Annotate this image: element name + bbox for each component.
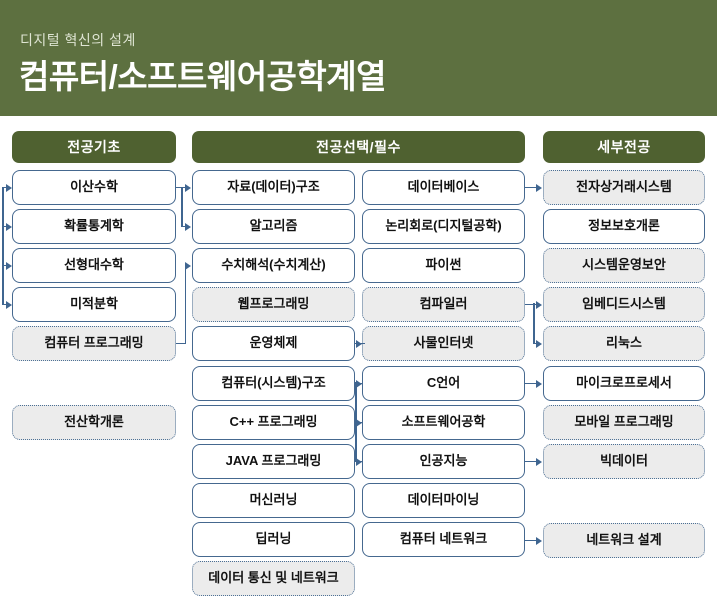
arrowhead-data-structures <box>185 183 191 192</box>
node-cpp-programming[interactable]: C++ 프로그래밍 <box>192 405 355 440</box>
page-title: 컴퓨터/소프트웨어공학계열 <box>19 58 387 95</box>
connector-compiler-to-embedded <box>533 303 537 306</box>
connector-network-to-network-design <box>525 539 537 542</box>
arrowhead-software-engineering <box>356 418 362 427</box>
arrowhead-linux <box>536 339 542 348</box>
node-computer-programming[interactable]: 컴퓨터 프로그래밍 <box>12 326 176 361</box>
node-data-communication-network[interactable]: 데이터 통신 및 네트워크 <box>192 561 355 596</box>
node-software-engineering[interactable]: 소프트웨어공학 <box>362 405 525 440</box>
arrowhead-linear-algebra <box>6 261 12 270</box>
connector-ai-to-bigdata <box>525 460 537 463</box>
node-system-operation-security[interactable]: 시스템운영보안 <box>543 248 705 283</box>
arrowhead-discrete-math <box>6 183 12 192</box>
connector-c-to-microprocessor <box>525 382 537 385</box>
node-big-data[interactable]: 빅데이터 <box>543 444 705 479</box>
connector-cluster-spine <box>355 382 357 461</box>
node-c-language[interactable]: C언어 <box>362 366 525 401</box>
node-discrete-math[interactable]: 이산수학 <box>12 170 176 205</box>
node-logic-circuits[interactable]: 논리회로(디지털공학) <box>362 209 525 244</box>
column-header-specialization: 세부전공 <box>543 131 705 163</box>
node-web-programming[interactable]: 웹프로그래밍 <box>192 287 355 322</box>
node-linux[interactable]: 리눅스 <box>543 326 705 361</box>
node-data-structures[interactable]: 자료(데이터)구조 <box>192 170 355 205</box>
connector-db-to-ecommerce <box>525 186 537 189</box>
connector-branch-to-algorithms <box>181 225 186 228</box>
node-embedded-system[interactable]: 임베디드시스템 <box>543 287 705 322</box>
arrowhead-algorithms <box>185 222 191 231</box>
arrowhead-internet-of-things <box>356 339 362 348</box>
arrowhead-ecommerce-system <box>536 183 542 192</box>
connector-to-probability <box>2 225 8 228</box>
node-information-security[interactable]: 정보보호개론 <box>543 209 705 244</box>
node-computer-architecture[interactable]: 컴퓨터(시스템)구조 <box>192 366 355 401</box>
node-calculus[interactable]: 미적분학 <box>12 287 176 322</box>
node-algorithms[interactable]: 알고리즘 <box>192 209 355 244</box>
node-ecommerce-system[interactable]: 전자상거래시스템 <box>543 170 705 205</box>
arrowhead-c-language <box>356 379 362 388</box>
connector-branch-to-algorithms-vertical <box>181 187 183 226</box>
banner-subtitle: 디지털 혁신의 설계 <box>20 32 136 48</box>
node-microprocessor[interactable]: 마이크로프로세서 <box>543 366 705 401</box>
connector-to-calculus <box>2 303 8 306</box>
node-mobile-programming[interactable]: 모바일 프로그래밍 <box>543 405 705 440</box>
column-header-major-basics: 전공기초 <box>12 131 176 163</box>
node-probability-statistics[interactable]: 확률통계학 <box>12 209 176 244</box>
arrowhead-calculus <box>6 300 12 309</box>
page-banner: 디지털 혁신의 설계 컴퓨터/소프트웨어공학계열 <box>0 0 717 116</box>
node-java-programming[interactable]: JAVA 프로그래밍 <box>192 444 355 479</box>
node-data-mining[interactable]: 데이터마이닝 <box>362 483 525 518</box>
arrowhead-embedded-system <box>536 300 542 309</box>
node-compiler[interactable]: 컴파일러 <box>362 287 525 322</box>
connector-to-linear-algebra <box>2 264 8 267</box>
arrowhead-probability <box>6 222 12 231</box>
connector-to-discrete-math <box>2 186 8 189</box>
node-machine-learning[interactable]: 머신러닝 <box>192 483 355 518</box>
node-operating-systems[interactable]: 운영체제 <box>192 326 355 361</box>
node-intro-computer-science[interactable]: 전산학개론 <box>12 405 176 440</box>
column-header-major-electives: 전공선택/필수 <box>192 131 525 163</box>
node-numerical-analysis[interactable]: 수치해석(수치계산) <box>192 248 355 283</box>
connector-progbase-vertical <box>184 264 187 343</box>
node-network-design[interactable]: 네트워크 설계 <box>543 523 705 558</box>
node-artificial-intelligence[interactable]: 인공지능 <box>362 444 525 479</box>
connector-compiler-spine <box>533 303 535 343</box>
node-database[interactable]: 데이터베이스 <box>362 170 525 205</box>
arrowhead-microprocessor <box>536 379 542 388</box>
node-computer-network[interactable]: 컴퓨터 네트워크 <box>362 522 525 557</box>
connector-compiler-to-linux <box>533 342 537 345</box>
arrowhead-numerical-analysis <box>185 261 191 270</box>
connector-compiler-out <box>525 303 534 306</box>
arrowhead-big-data <box>536 457 542 466</box>
connector-left-spine <box>2 187 4 305</box>
arrowhead-network-design <box>536 536 542 545</box>
connector-progbase-out <box>176 342 186 345</box>
node-linear-algebra[interactable]: 선형대수학 <box>12 248 176 283</box>
node-internet-of-things[interactable]: 사물인터넷 <box>362 326 525 361</box>
arrowhead-artificial-intelligence <box>356 457 362 466</box>
node-python[interactable]: 파이썬 <box>362 248 525 283</box>
node-deep-learning[interactable]: 딥러닝 <box>192 522 355 557</box>
